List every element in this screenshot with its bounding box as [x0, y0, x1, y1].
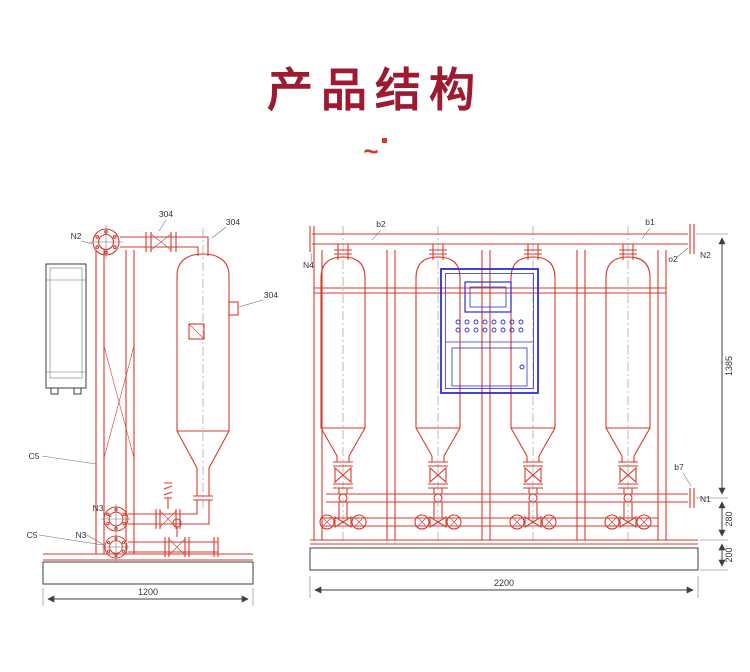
top-manifold [309, 224, 695, 254]
title-divider: ~ [0, 138, 750, 164]
panel-door-handle [519, 364, 525, 370]
dim-280-label: 280 [724, 511, 734, 526]
divider-glyph: ~ [363, 136, 379, 166]
page-title: 产品结构 [267, 64, 483, 116]
top-inlet-piping [89, 225, 209, 259]
dim-1385-label: 1385 [724, 356, 734, 376]
label-b2: b2 [376, 219, 386, 229]
right-drawing-four-filters: 1385 280 200 2200 b2 b1 N4 o2 N2 b7 N1 [303, 217, 734, 598]
label-b7: b7 [674, 462, 684, 472]
right-labels: b2 b1 N4 o2 N2 b7 N1 [303, 217, 711, 504]
label-304-c: 304 [264, 290, 278, 300]
control-panel [440, 268, 539, 394]
label-n3-lower: N3 [76, 530, 87, 540]
dim-200-label: 200 [724, 547, 734, 562]
vessel-1 [319, 225, 367, 545]
label-n3-upper: N3 [93, 503, 104, 513]
label-n4: N4 [303, 260, 314, 270]
filter-vessel [128, 228, 239, 525]
dimension-heights: 1385 280 200 [696, 233, 734, 571]
drain-header [322, 517, 658, 527]
lower-piping-row2 [102, 518, 219, 561]
wall-control-box [45, 263, 87, 395]
sight-port [188, 323, 205, 340]
outlet-manifold [326, 488, 695, 508]
label-n1: N1 [700, 494, 711, 504]
base-skid [42, 553, 254, 585]
dimension-base-width: 1200 [42, 587, 254, 606]
vessel-4 [604, 225, 652, 545]
base-skid [309, 547, 699, 571]
label-b1: b1 [645, 217, 655, 227]
dim-2200-label: 2200 [494, 578, 514, 588]
label-n2: N2 [71, 231, 82, 241]
label-c5-lower: C5 [27, 530, 38, 540]
left-drawing-single-filter: 1200 N2 304 304 304 C5 N3 C5 N3 [27, 209, 278, 606]
panel-display [464, 281, 512, 313]
support-frame [95, 250, 135, 554]
label-o2: o2 [668, 254, 678, 264]
label-304-b: 304 [226, 217, 240, 227]
side-nozzle [228, 301, 239, 316]
dim-1200-label: 1200 [138, 587, 158, 597]
divider-dot [381, 138, 387, 143]
panel-buttons [455, 319, 524, 333]
support-frame [310, 250, 698, 545]
label-n2: N2 [700, 250, 711, 260]
panel-door [451, 347, 528, 387]
lower-piping-row1 [101, 482, 181, 534]
label-304-a: 304 [159, 209, 173, 219]
label-c5-upper: C5 [29, 451, 40, 461]
left-labels: N2 304 304 304 C5 N3 C5 N3 [27, 209, 278, 546]
dimension-total-width: 2200 [309, 576, 699, 598]
